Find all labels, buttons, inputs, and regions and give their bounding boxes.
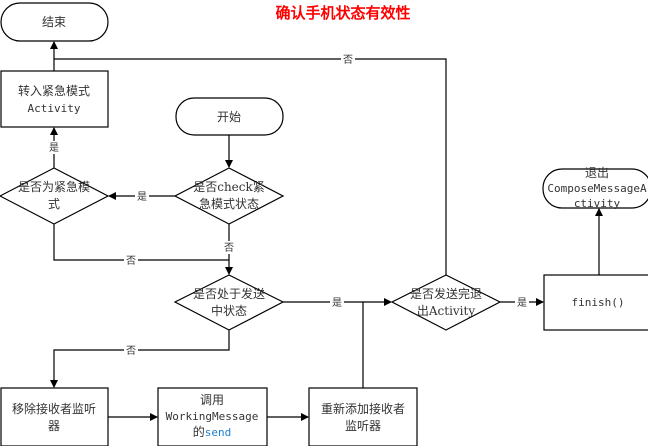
svg-text:转入紧急模式: 转入紧急模式 xyxy=(18,83,90,98)
edge-sent-exit-no xyxy=(54,58,447,275)
svg-text:finish(): finish() xyxy=(572,296,625,309)
svg-text:急模式状态: 急模式状态 xyxy=(199,196,259,211)
node-to-emergency-activity: 转入紧急模式 Activity xyxy=(0,70,109,128)
node-exit-compose: 退出 ComposeMessageA ctivity xyxy=(542,166,648,210)
node-is-sending: 是否处于发送 中状态 xyxy=(173,274,285,331)
svg-text:Activity: Activity xyxy=(28,102,81,115)
svg-text:器: 器 xyxy=(48,419,60,433)
node-is-emergency: 是否为紧急模 式 xyxy=(0,167,110,225)
node-check-emergency: 是否check紧 急模式状态 xyxy=(173,167,285,225)
label-no: 否 xyxy=(126,255,136,267)
edge-labels: 否 是 是 否 否 是 是 否 xyxy=(47,52,529,357)
svg-text:中状态: 中状态 xyxy=(211,303,247,318)
node-finish: finish() xyxy=(543,274,648,331)
label-no: 否 xyxy=(343,54,353,66)
svg-text:调用: 调用 xyxy=(200,393,224,407)
svg-text:监听器: 监听器 xyxy=(345,419,381,433)
svg-text:ComposeMessageA: ComposeMessageA xyxy=(547,182,647,195)
svg-text:开始: 开始 xyxy=(217,110,241,124)
svg-text:退出: 退出 xyxy=(585,166,609,180)
label-yes: 是 xyxy=(137,191,147,203)
svg-text:ctivity: ctivity xyxy=(574,197,621,210)
svg-text:是否check紧: 是否check紧 xyxy=(193,180,265,194)
svg-text:是否发送完退: 是否发送完退 xyxy=(410,286,482,301)
edge-emergency-no xyxy=(53,224,229,261)
label-yes: 是 xyxy=(332,297,342,309)
node-end: 结束 xyxy=(0,2,109,42)
svg-text:结束: 结束 xyxy=(42,15,66,29)
edge-sending-no xyxy=(50,330,230,388)
svg-text:移除接收者监听: 移除接收者监听 xyxy=(12,401,96,416)
svg-text:出Activity: 出Activity xyxy=(417,304,475,318)
label-no: 否 xyxy=(126,345,136,357)
label-no: 否 xyxy=(224,242,234,254)
node-start: 开始 xyxy=(175,97,284,136)
node-remove-listener: 移除接收者监听 器 xyxy=(0,387,109,446)
connectors xyxy=(50,41,603,421)
label-yes: 是 xyxy=(517,297,527,309)
node-readd-listener: 重新添加接收者 监听器 xyxy=(308,387,418,446)
chart-title: 确认手机状态有效性 xyxy=(275,4,410,22)
node-sent-exit: 是否发送完退 出Activity xyxy=(390,274,502,331)
node-call-send: 调用 WorkingMessage 的send xyxy=(157,387,268,446)
svg-text:式: 式 xyxy=(48,197,60,211)
svg-text:是否为紧急模: 是否为紧急模 xyxy=(18,179,90,194)
svg-text:的send: 的send xyxy=(193,424,232,439)
svg-text:重新添加接收者: 重新添加接收者 xyxy=(321,401,405,416)
label-yes: 是 xyxy=(49,142,59,154)
svg-text:是否处于发送: 是否处于发送 xyxy=(193,286,265,301)
svg-text:WorkingMessage: WorkingMessage xyxy=(166,410,259,423)
